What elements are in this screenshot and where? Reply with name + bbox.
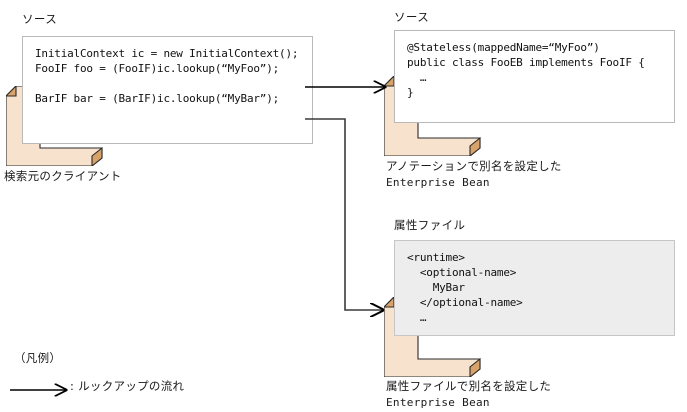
bar-code-box: <runtime> <optional-name> MyBar </option… <box>394 240 675 336</box>
bar-caption-line1: 属性ファイルで別名を設定した <box>386 379 552 393</box>
legend-arrow-icon <box>10 383 78 397</box>
bar-attrfile-title: 属性ファイル <box>394 218 466 232</box>
client-source-title: ソース <box>22 12 58 26</box>
legend-arrow-label: : ルックアップの流れ <box>70 379 185 393</box>
client-caption: 検索元のクライアント <box>4 169 122 183</box>
bar-caption-line2: Enterprise Bean <box>386 396 490 409</box>
client-code-box: InitialContext ic = new InitialContext()… <box>22 36 313 144</box>
arrow-lookup-bar <box>305 118 383 310</box>
legend-heading: （凡例） <box>14 351 62 365</box>
foo-caption-line1: アノテーションで別名を設定した <box>386 159 562 173</box>
foo-code-box: @Stateless(mappedName=“MyFoo”) public cl… <box>394 30 675 123</box>
foo-caption-line2: Enterprise Bean <box>386 176 490 189</box>
foo-source-title: ソース <box>394 10 430 24</box>
